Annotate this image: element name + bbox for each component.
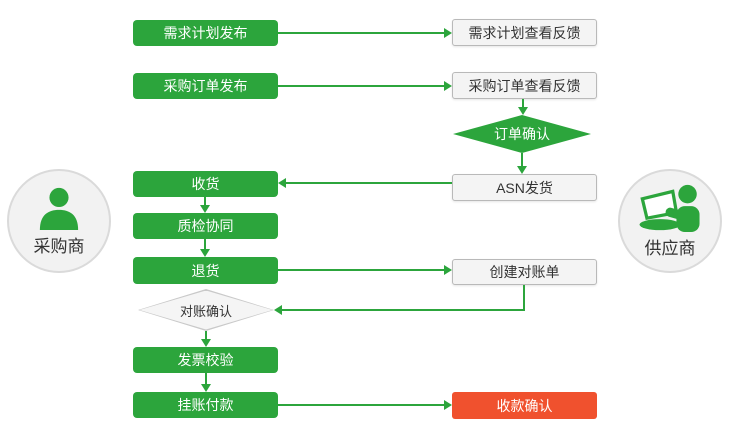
node-create-statement: 创建对账单 <box>452 259 597 285</box>
order-confirm-label: 订单确认 <box>494 126 550 142</box>
node-receive: 收货 <box>133 171 278 197</box>
edge-order-confirm-line <box>521 153 523 166</box>
node-order-confirm: 订单确认 <box>453 115 591 153</box>
node-return-goods: 退货 <box>133 257 278 284</box>
edge-receive-arrowhead <box>200 205 210 213</box>
edge-quality-line <box>204 239 206 249</box>
node-receipt-confirm: 收款确认 <box>452 392 597 419</box>
node-demand-plan-release: 需求计划发布 <box>133 20 278 46</box>
edge-order-confirm-arrowhead <box>517 166 527 174</box>
edge-payment-arrowhead <box>444 400 452 410</box>
edge-asn-line <box>286 182 452 184</box>
node-statement-confirm: 对账确认 <box>138 289 274 331</box>
statement-confirm-label: 对账确认 <box>179 303 232 319</box>
person-icon <box>39 187 79 230</box>
supplier-actor: 供应商 <box>618 169 722 273</box>
edge-po-line <box>278 85 444 87</box>
edge-po-feedback-arrowhead <box>518 107 528 115</box>
edge-quality-arrowhead <box>200 249 210 257</box>
edge-invoice-arrowhead <box>201 384 211 392</box>
edge-demand-plan-line <box>278 32 444 34</box>
edge-po-feedback-line <box>522 99 524 108</box>
edge-invoice-line <box>205 373 207 384</box>
supplier-label: 供应商 <box>644 238 696 258</box>
buyer-actor: 采购商 <box>7 169 111 273</box>
edge-statement-confirm-line <box>205 331 207 339</box>
person-laptop-icon <box>639 184 700 232</box>
node-quality-collab: 质检协同 <box>133 213 278 239</box>
edge-create-statement-arrowhead <box>274 305 282 315</box>
edge-demand-plan-arrowhead <box>444 28 452 38</box>
node-demand-plan-feedback: 需求计划查看反馈 <box>452 19 597 46</box>
edge-asn-arrowhead <box>278 178 286 188</box>
edge-statement-confirm-arrowhead <box>201 339 211 347</box>
node-invoice-verify: 发票校验 <box>133 347 278 373</box>
node-po-release: 采购订单发布 <box>133 73 278 99</box>
node-po-feedback: 采购订单查看反馈 <box>452 72 597 99</box>
buyer-label: 采购商 <box>33 236 85 256</box>
edge-return-arrowhead <box>444 265 452 275</box>
edge-receive-line <box>204 197 206 206</box>
node-pay-on-account: 挂账付款 <box>133 392 278 418</box>
edge-payment-line <box>278 404 444 406</box>
node-asn-ship: ASN发货 <box>452 174 597 201</box>
edge-po-arrowhead <box>444 81 452 91</box>
edge-return-line <box>278 269 444 271</box>
edge-create-statement-hline <box>282 309 524 311</box>
edge-create-statement-vline <box>523 285 525 311</box>
